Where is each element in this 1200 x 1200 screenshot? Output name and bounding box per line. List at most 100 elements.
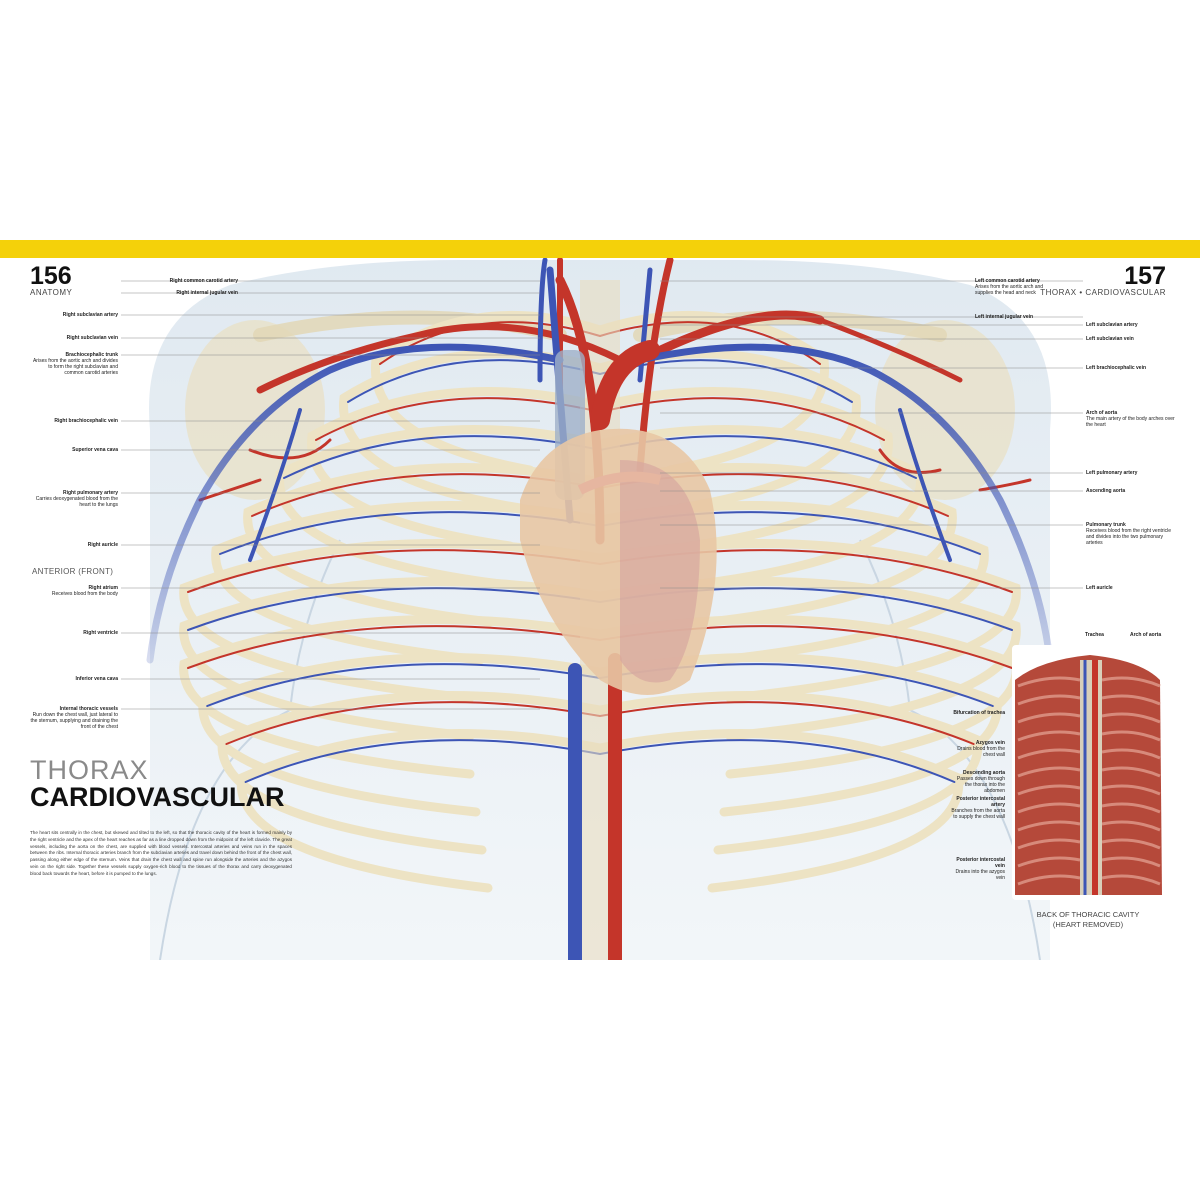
inset-back-of-thorax	[1012, 645, 1164, 900]
inset-rib	[1017, 856, 1161, 868]
callout-label: Inferior vena cava	[30, 676, 118, 682]
inset-callout-name: Azygos vein	[975, 740, 1005, 746]
left-shoulder-bone	[185, 320, 325, 500]
inset-callout-label: Arch of aorta	[1130, 632, 1170, 638]
intercostal-vessel	[244, 739, 601, 783]
callout-label: Right brachiocephalic vein	[30, 418, 118, 424]
inset-caption: BACK OF THORACIC CAVITY (HEART REMOVED)	[1012, 910, 1164, 930]
callout-name: Left pulmonary artery	[1086, 470, 1138, 476]
callout-label: Right auricle	[30, 542, 118, 548]
callout-label: Right subclavian vein	[30, 335, 118, 341]
callout-description: Carries deoxygenated blood from the hear…	[35, 496, 118, 508]
callout-label: Right common carotid artery	[150, 278, 238, 284]
rib	[595, 310, 830, 475]
callout-name: Right ventricle	[83, 630, 118, 636]
body-paragraph: The heart sits centrally in the chest, b…	[30, 830, 292, 876]
inset-callout-name: Bifurcation of trachea	[953, 710, 1005, 716]
rib	[211, 500, 605, 665]
intercostal-vessel	[599, 397, 885, 441]
callout-name: Superior vena cava	[72, 447, 118, 453]
callout-name: Right internal jugular vein	[176, 290, 238, 296]
callout-label: Left brachiocephalic vein	[1086, 365, 1176, 371]
callout-label: Right ventricle	[30, 630, 118, 636]
left-page-number: 156	[30, 262, 72, 290]
callout-name: Left auricle	[1086, 585, 1113, 591]
callout-name: Left common carotid artery	[975, 278, 1040, 284]
callout-name: Arch of aorta	[1086, 410, 1118, 416]
inset-rib	[1017, 748, 1161, 760]
rib	[179, 614, 605, 779]
callout-name: Internal thoracic vessels	[59, 706, 118, 712]
right-page-number: 157	[1124, 262, 1166, 290]
inset-rib	[1017, 820, 1161, 832]
inset-rib	[1017, 838, 1161, 850]
title-thorax: THORAX	[30, 755, 149, 785]
inset-rib	[1017, 712, 1161, 724]
callout-name: Left internal jugular vein	[975, 314, 1034, 320]
callout-label: Ascending aorta	[1086, 488, 1176, 494]
inset-callout-description: Passes down through the thorax into the …	[956, 776, 1005, 794]
inset-caption-line-1: BACK OF THORACIC CAVITY	[1036, 910, 1140, 919]
callout-description: Arises from the aortic arch and supplies…	[975, 284, 1044, 296]
callout-label: Left auricle	[1086, 585, 1176, 591]
intercostal-vessel	[206, 663, 601, 707]
callout-label: Superior vena cava	[30, 447, 118, 453]
inset-callout-name: Posterior intercostal vein	[956, 857, 1005, 869]
inset-rib	[1017, 730, 1161, 742]
inset-rib	[1017, 694, 1161, 706]
callout-name: Right common carotid artery	[169, 278, 238, 284]
rib	[198, 652, 605, 817]
rib	[307, 387, 605, 551]
callout-description: The main artery of the body arches over …	[1086, 416, 1175, 428]
callout-name: Right subclavian artery	[62, 312, 118, 318]
callout-label: Left internal jugular vein	[975, 314, 1055, 320]
callout-label: Left subclavian artery	[1086, 322, 1176, 328]
rib	[595, 652, 1002, 817]
callout-name: Right pulmonary artery	[62, 490, 118, 496]
callout-label: Right internal jugular vein	[150, 290, 238, 296]
rib	[370, 310, 605, 475]
inset-rib	[1017, 784, 1161, 796]
inset-callout-name: Posterior intercostal artery	[956, 796, 1005, 808]
callout-description: Run down the chest wall, just lateral to…	[30, 712, 118, 730]
rib	[595, 690, 983, 855]
inset-callout-name: Descending aorta	[963, 770, 1005, 776]
callout-name: Ascending aorta	[1086, 488, 1126, 494]
inset-rib	[1017, 766, 1161, 778]
inset-rib	[1017, 676, 1161, 688]
inset-rib	[1017, 802, 1161, 814]
right-section-label: THORAX • CARDIOVASCULAR	[1040, 288, 1166, 297]
inset-callout-label: Bifurcation of trachea	[950, 710, 1005, 716]
rib	[236, 728, 605, 893]
callout-label: Right subclavian artery	[30, 312, 118, 318]
callout-name: Right atrium	[88, 585, 118, 591]
inset-callout-description: Drains blood from the chest wall	[957, 746, 1005, 758]
callout-name: Left brachiocephalic vein	[1086, 365, 1147, 371]
callout-name: Right subclavian vein	[66, 335, 118, 341]
intercostal-vessel	[283, 435, 601, 479]
callout-description: Receives blood from the right ventricle …	[1086, 528, 1172, 546]
intercostal-vessel	[187, 587, 601, 631]
inset-callout-name: Arch of aorta	[1130, 632, 1162, 638]
callout-description: Arises from the aortic arch and divides …	[32, 358, 118, 376]
heart	[520, 340, 717, 695]
intercostal-vessel	[599, 739, 956, 783]
rib	[595, 462, 957, 627]
callout-description: Receives blood from the body	[51, 591, 118, 597]
view-label: ANTERIOR (FRONT)	[32, 567, 114, 576]
left-section-label: ANATOMY	[30, 288, 73, 297]
callout-label: Left pulmonary artery	[1086, 470, 1176, 476]
callout-name: Brachiocephalic trunk	[65, 352, 118, 358]
rib	[217, 690, 605, 855]
